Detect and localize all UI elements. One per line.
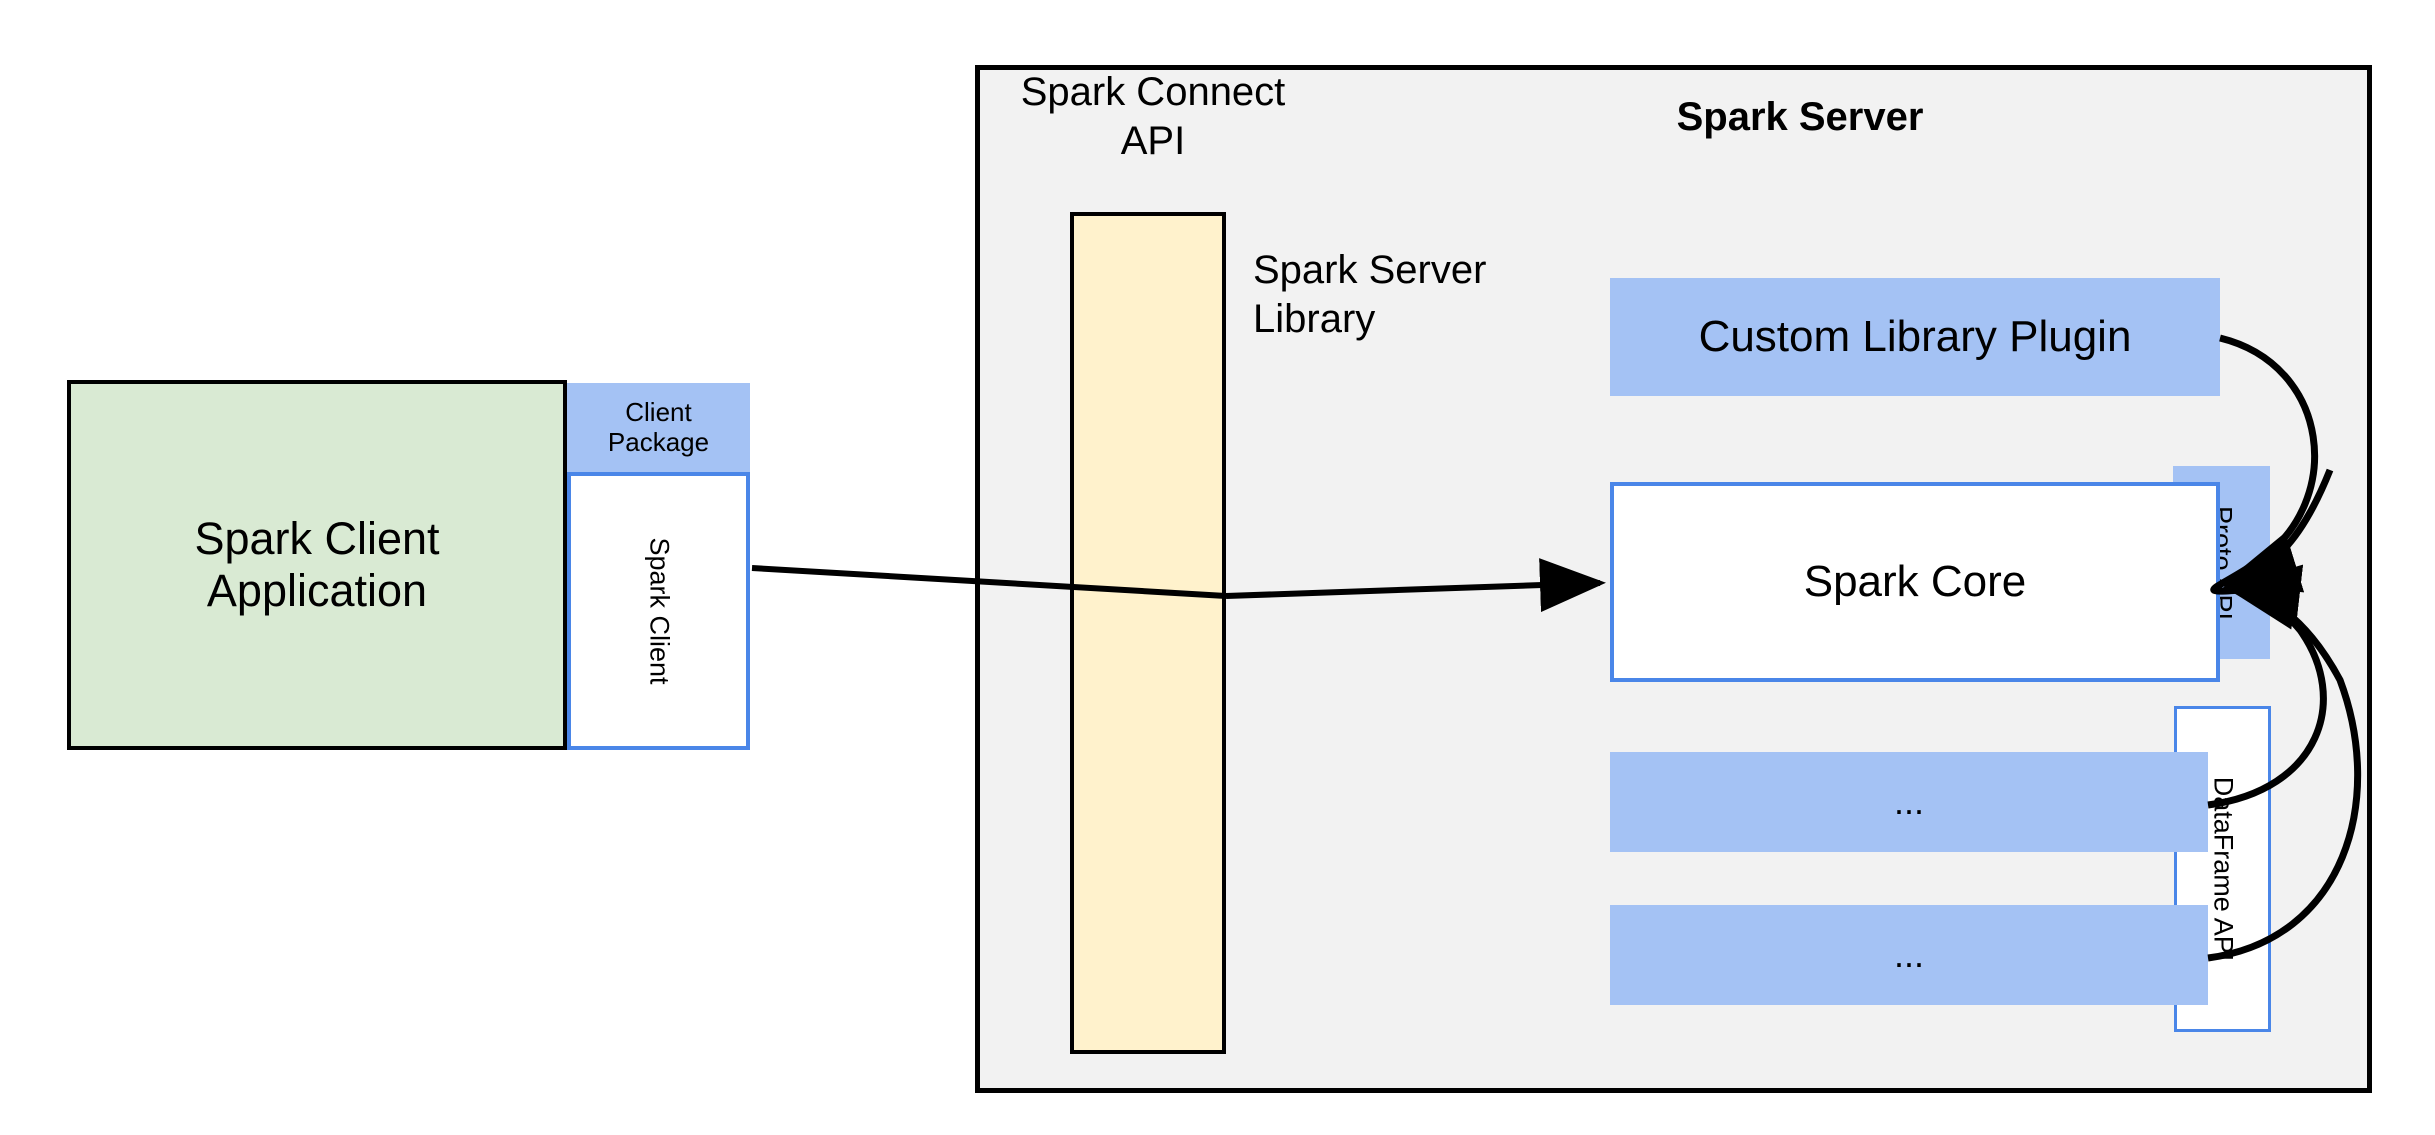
spark-connect-api-column: Proto API DataFrame API <box>1070 212 2271 1054</box>
ellipsis-box-1[interactable]: ... <box>1610 752 2208 852</box>
client-package-box[interactable]: Client Package <box>567 383 750 472</box>
client-package-line1: Client <box>625 396 692 427</box>
spark-client-application-box[interactable]: Spark Client Application <box>67 380 567 750</box>
spark-server-title: Spark Server <box>1676 95 1924 139</box>
spark-client-box[interactable]: Spark Client <box>567 472 750 750</box>
spark-client-label: Spark Client <box>644 537 674 685</box>
dataframe-api-label: DataFrame API <box>2208 776 2238 962</box>
custom-library-plugin-box[interactable]: Custom Library Plugin <box>1610 278 2220 396</box>
client-package-line2: Package <box>607 426 710 457</box>
spark-server-library-label-line1: Spark Server <box>1253 248 1487 292</box>
spark-connect-api-label: Spark Connect API <box>1008 68 1298 166</box>
spark-server-library-label: Spark Server Library <box>1253 246 1583 344</box>
spark-connect-api-label-line2: API <box>1120 118 1186 163</box>
spark-client-application-line2: Application <box>206 565 428 616</box>
spark-connect-api-label-line1: Spark Connect <box>1020 70 1286 114</box>
spark-server-library-label-line2: Library <box>1253 296 1376 341</box>
spark-client-application-line1: Spark Client <box>194 513 440 565</box>
spark-core-box[interactable]: Spark Core <box>1610 482 2220 682</box>
ellipsis-box-2[interactable]: ... <box>1610 905 2208 1005</box>
